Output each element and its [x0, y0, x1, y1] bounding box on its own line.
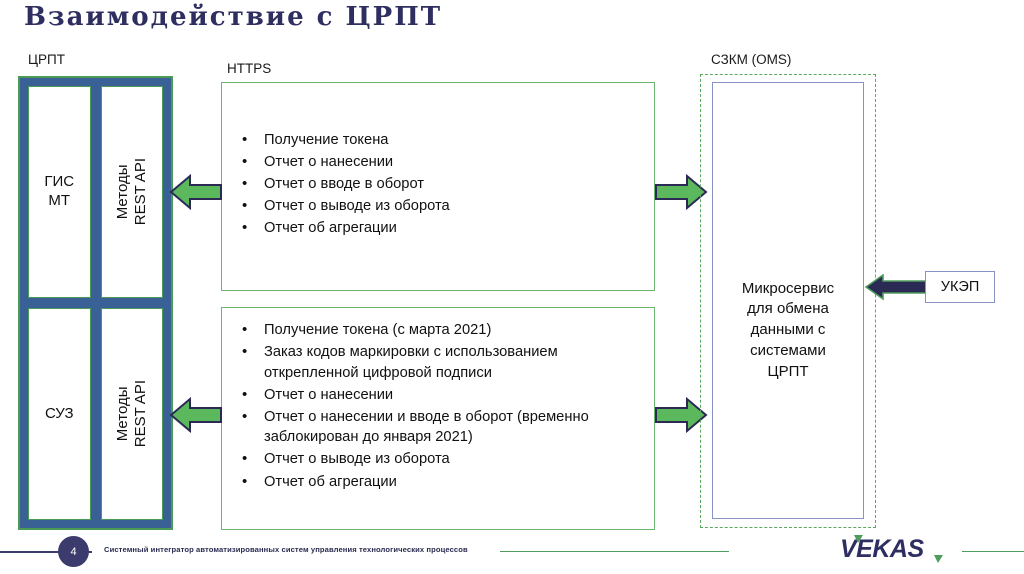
https-caption: HTTPS — [227, 61, 272, 76]
list-item: Отчет об агрегации — [236, 217, 644, 239]
list-item: Отчет о выводе из оборота — [236, 195, 644, 217]
list-item: Заказ кодов маркировки с использованием … — [236, 341, 644, 383]
footer-rule-left — [0, 551, 92, 553]
svg-text:VEKAS: VEKAS — [840, 535, 924, 563]
https-bottom-bullet-list: Получение токена (с марта 2021) Заказ ко… — [236, 319, 644, 494]
list-item: Получение токена — [236, 129, 644, 151]
list-item: Получение токена (с марта 2021) — [236, 319, 644, 341]
cell-gis-mt-label: ГИС МТ — [44, 173, 75, 209]
cell-gis-mt[interactable]: ГИС МТ — [28, 86, 91, 298]
oms-microservice-label: Микросервис для обмена данными с система… — [741, 279, 835, 380]
left-panel-caption: ЦРПТ — [28, 52, 65, 67]
https-panel-bottom: Получение токена (с марта 2021) Заказ ко… — [221, 307, 655, 530]
cell-methods-rest-api-top-label: Методы REST API — [113, 158, 149, 226]
list-item: Отчет об агрегации — [236, 471, 644, 493]
list-item: Отчет о нанесении — [236, 151, 644, 173]
arrow-bottom-left — [169, 395, 222, 435]
list-item: Отчет о вводе в оборот — [236, 173, 644, 195]
https-panel-top: Получение токена Отчет о нанесении Отчет… — [221, 82, 655, 291]
oms-caption: СЗКМ (OMS) — [711, 52, 792, 67]
ukep-label: УКЭП — [940, 279, 980, 295]
arrow-top-right — [655, 172, 708, 212]
oms-microservice-box[interactable]: Микросервис для обмена данными с система… — [712, 82, 864, 519]
arrow-top-left — [169, 172, 222, 212]
vekas-logo: VEKAS — [838, 532, 958, 566]
list-item: Отчет о выводе из оборота — [236, 448, 644, 470]
page-number-badge: 4 — [58, 536, 89, 567]
page-title: Взаимодействие с ЦРПТ — [24, 2, 443, 32]
ukep-box[interactable]: УКЭП — [925, 271, 995, 303]
cell-methods-rest-api-top[interactable]: Методы REST API — [100, 86, 163, 298]
footer-tagline: Системный интегратор автоматизированных … — [104, 545, 468, 554]
cell-suz-label: СУЗ — [44, 404, 74, 422]
arrow-bottom-right — [655, 395, 708, 435]
cell-methods-rest-api-bottom-label: Методы REST API — [113, 380, 149, 448]
footer-rule-green — [500, 551, 729, 553]
list-item: Отчет о нанесении и вводе в оборот (врем… — [236, 406, 644, 448]
cell-methods-rest-api-bottom[interactable]: Методы REST API — [100, 308, 163, 520]
list-item: Отчет о нанесении — [236, 384, 644, 406]
arrow-ukep — [864, 272, 927, 302]
cell-suz[interactable]: СУЗ — [28, 308, 91, 520]
https-top-bullet-list: Получение токена Отчет о нанесении Отчет… — [236, 129, 644, 240]
oms-dashed-boundary — [700, 74, 876, 528]
footer-rule-green-right — [962, 551, 1024, 553]
crpt-grid: ГИС МТ Методы REST API СУЗ Методы REST A… — [28, 86, 163, 520]
crpt-frame: ГИС МТ Методы REST API СУЗ Методы REST A… — [18, 76, 173, 530]
